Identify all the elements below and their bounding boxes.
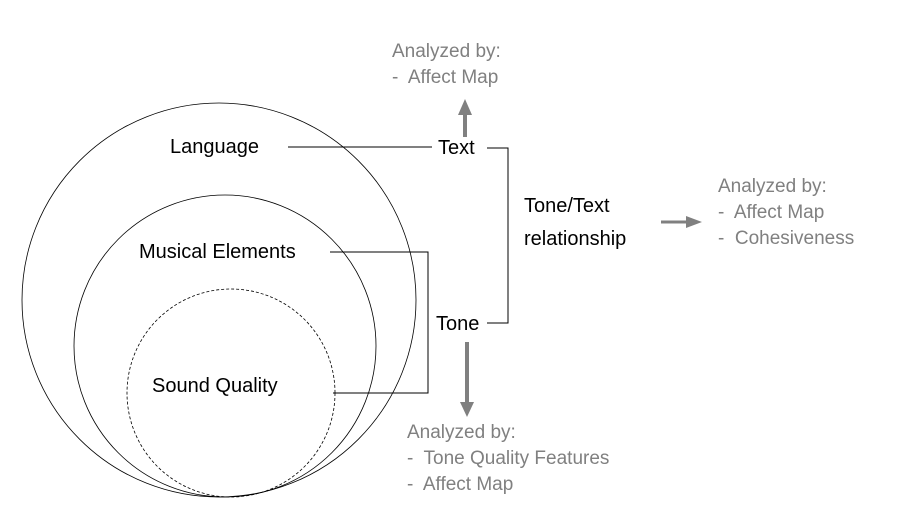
relationship-annotation: Analyzed by: - Affect Map - Cohesiveness <box>718 174 854 252</box>
annotation-heading: Analyzed by: <box>392 41 501 62</box>
text-up-arrow <box>458 99 472 137</box>
annotation-heading: Analyzed by: <box>718 176 827 197</box>
tone-node-label: Tone <box>436 313 480 335</box>
relationship-label-line2: relationship <box>524 228 627 250</box>
annotation-item: - Cohesiveness <box>718 228 855 249</box>
relationship-label-line1: Tone/Text <box>524 195 610 217</box>
annotation-heading: Analyzed by: <box>407 422 516 443</box>
annotation-item: - Affect Map <box>392 67 499 88</box>
tone-annotation: Analyzed by: - Tone Quality Features - A… <box>407 420 609 498</box>
tone-down-arrow <box>460 342 474 417</box>
text-tone-bracket <box>487 147 509 324</box>
text-node-label: Text <box>438 137 475 159</box>
tone-bracket <box>330 251 429 394</box>
annotation-item: - Tone Quality Features <box>407 448 610 469</box>
musical-elements-circle <box>73 194 377 498</box>
text-annotation: Analyzed by: - Affect Map <box>392 39 501 91</box>
sound-quality-label: Sound Quality <box>152 375 278 397</box>
language-label: Language <box>170 136 259 158</box>
annotation-item: - Affect Map <box>718 202 825 223</box>
relationship-right-arrow <box>661 216 702 228</box>
musical-elements-label: Musical Elements <box>139 241 296 263</box>
annotation-item: - Affect Map <box>407 474 514 495</box>
